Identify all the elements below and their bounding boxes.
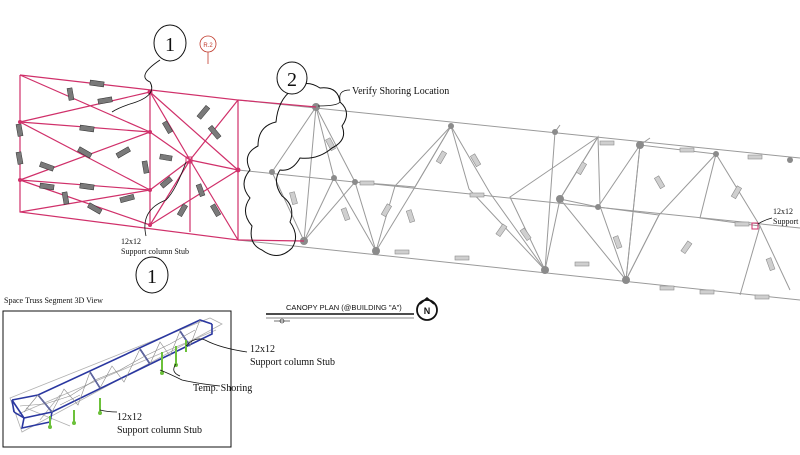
- svg-text:12x12: 12x12: [773, 207, 793, 216]
- inset-stub-note-bottom: 12x12 Support column Stub: [117, 412, 202, 436]
- svg-text:Support column Stub: Support column Stub: [250, 357, 335, 368]
- svg-text:1: 1: [165, 34, 175, 56]
- plan-title-block: CANOPY PLAN (@BUILDING "A"): [266, 303, 414, 324]
- support-column-stub-left: [185, 156, 193, 164]
- verify-shoring-note: Verify Shoring Location: [352, 86, 449, 97]
- support-stub-note-right: 12x12 Support: [757, 207, 799, 226]
- svg-text:CANOPY PLAN (@BUILDING "A"): CANOPY PLAN (@BUILDING "A"): [286, 303, 402, 312]
- inset-3d-truss: [9, 317, 223, 433]
- svg-text:2: 2: [287, 69, 297, 91]
- detail-callout-2: 2: [276, 61, 308, 95]
- highlighted-truss-members: [15, 79, 222, 218]
- detail-callout-1-top: 1: [111, 24, 187, 113]
- inset-title: Space Truss Segment 3D View: [4, 296, 103, 305]
- svg-text:12x12: 12x12: [250, 344, 275, 355]
- svg-text:Support column Stub: Support column Stub: [117, 425, 202, 436]
- revision-tag: R.2: [199, 35, 217, 64]
- revision-cloud: [243, 83, 347, 256]
- support-column-stub-right: [751, 222, 759, 230]
- grey-truss: [237, 99, 800, 301]
- support-stub-note-left: 12x12 Support column Stub: [121, 161, 189, 256]
- grey-truss-members: [289, 137, 776, 300]
- svg-text:12x12: 12x12: [117, 412, 142, 423]
- svg-text:Support column Stub: Support column Stub: [121, 247, 189, 256]
- svg-text:N: N: [424, 306, 431, 316]
- svg-text:Support: Support: [773, 217, 799, 226]
- svg-text:R.2: R.2: [203, 43, 213, 49]
- detail-callout-1-bottom: 1: [135, 256, 169, 294]
- svg-text:1: 1: [147, 266, 157, 288]
- inset-temp-shoring-note: Temp. Shoring: [193, 383, 252, 394]
- north-arrow-icon: N: [416, 297, 438, 321]
- inset-stub-note-top: 12x12 Support column Stub: [250, 344, 335, 368]
- svg-text:12x12: 12x12: [121, 237, 141, 246]
